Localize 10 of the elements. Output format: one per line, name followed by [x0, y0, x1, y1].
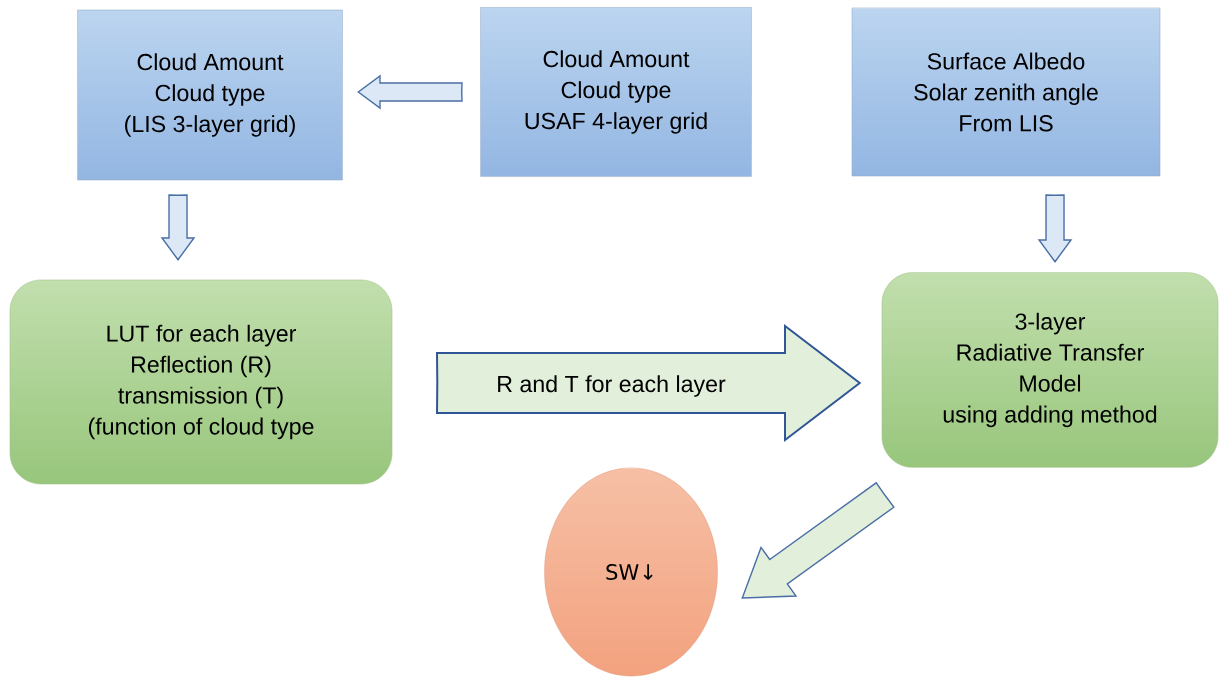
- process-box: 3-layer Radiative Transfer Model using adding method: [881, 272, 1219, 468]
- block-arrow: [357, 74, 463, 110]
- block-arrow: [1037, 194, 1073, 263]
- edge-label: R and T for each layer: [494, 373, 728, 399]
- input-box: Surface Albedo Solar zenith angle From LIS: [851, 7, 1161, 177]
- block-arrow: [160, 194, 196, 261]
- input-box: Cloud Amount Cloud type (LIS 3-layer grid): [77, 9, 343, 181]
- process-box: LUT for each layer Reflection (R) transmission (T) (function of cloud type: [9, 279, 393, 485]
- input-box: Cloud Amount Cloud type USAF 4-layer grid: [480, 7, 752, 177]
- block-arrow: [741, 481, 895, 599]
